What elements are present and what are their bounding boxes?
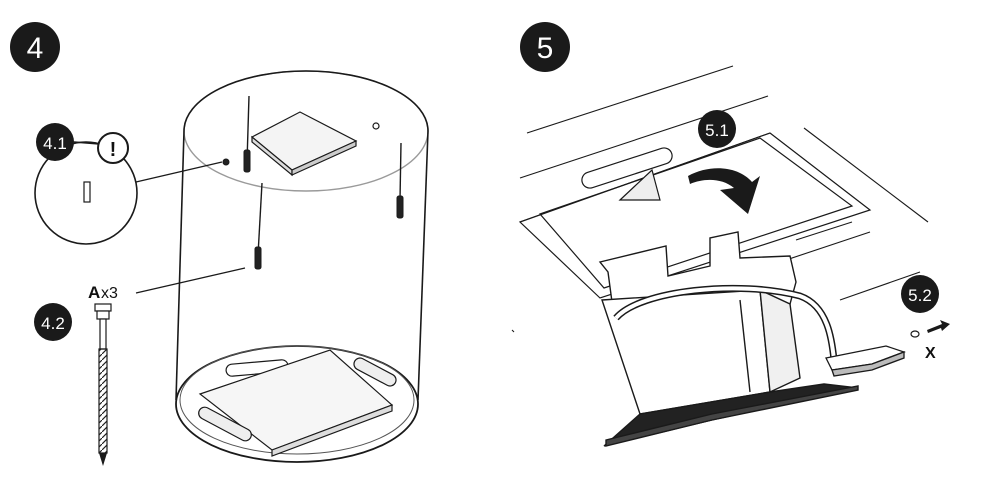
connector-plug [825,345,906,377]
substep-4-2-label: 4.2 [41,314,65,333]
screw-x-icon: X [910,320,950,362]
step-5-panel: 5 5.1 [511,22,950,447]
substep-5-2-label: 5.2 [908,286,932,305]
ceiling-screws [222,95,404,270]
bottom-plate-details [198,349,397,457]
step-4-badge: 4 [10,22,60,72]
detail-callout-4-1 [34,141,223,245]
substep-5-1-label: 5.1 [705,121,729,140]
step-4-panel: 4 [10,22,429,466]
screw-letter: A [88,283,100,302]
substep-4-1-label: 4.1 [43,134,67,153]
step-5-badge: 5 [520,22,570,72]
screw-icon [94,303,112,466]
warning-symbol: ! [110,139,117,161]
motor-unit [598,231,859,447]
screw-a-callout: A x3 [88,267,246,466]
power-cable [613,284,838,361]
pull-arrow-icon [927,320,950,333]
screw-count: x3 [101,285,118,302]
screw-x-label: X [925,345,936,362]
substep-5-1-badge: 5.1 [698,110,736,148]
step-4-number: 4 [27,32,44,65]
ceiling-plate [518,132,872,299]
substep-4-1-badge: 4.1 [36,123,74,161]
rotate-arrow-icon [688,168,760,214]
mounting-plate [250,111,358,177]
warning-icon: ! [97,132,129,164]
step-5-number: 5 [537,32,554,65]
substep-5-2-badge: 5.2 [901,275,939,313]
substep-4-2-badge: 4.2 [34,303,72,341]
